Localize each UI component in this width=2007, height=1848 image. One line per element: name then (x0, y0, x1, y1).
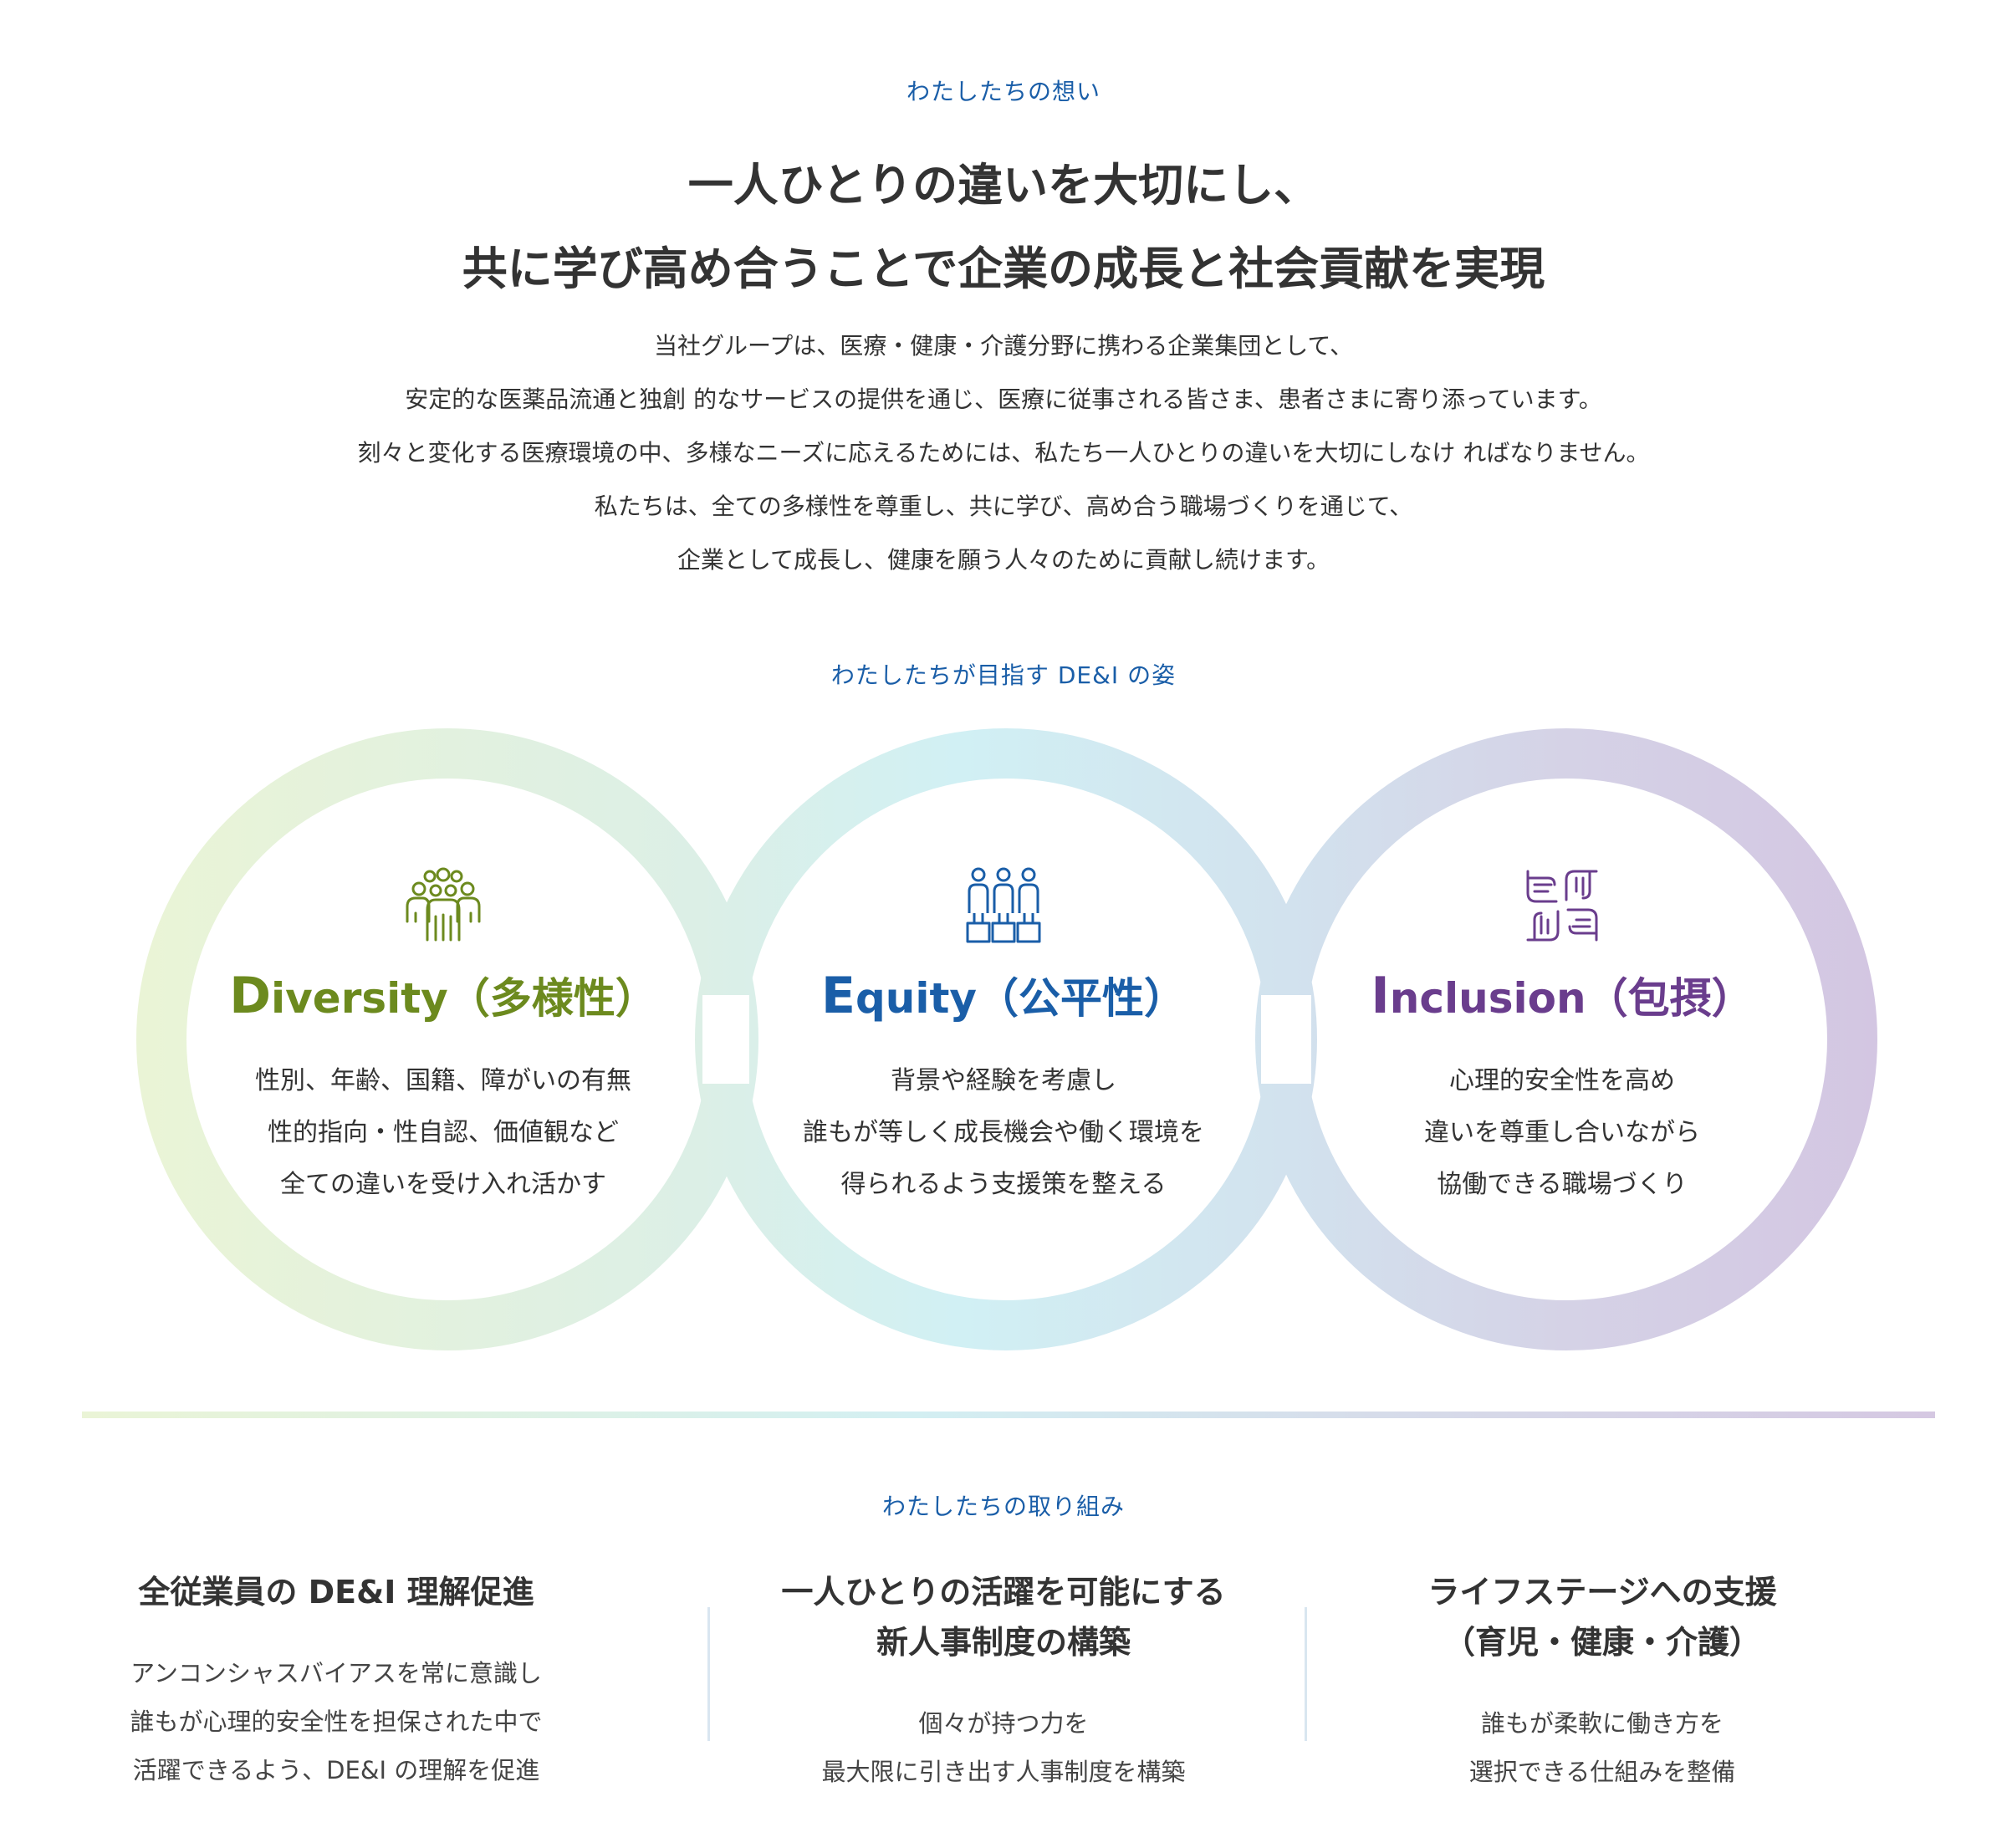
effort-desc-line: 個々が持つ力を (918, 1709, 1089, 1738)
effort-desc: 誰もが柔軟に働き方を 選択できる仕組みを整備 (1335, 1699, 1870, 1796)
effort-title: ライフステージへの支援 （育児・健康・介護） (1335, 1567, 1870, 1667)
people-on-podiums-icon (966, 867, 1041, 943)
effort-desc-line: アンコンシャスバイアスを常に意識し (130, 1659, 542, 1687)
headline-line-1: 一人ひとりの違いを大切にし、 (687, 159, 1320, 212)
effort-separator (1305, 1607, 1307, 1741)
ring-gap-left (702, 995, 749, 1084)
effort-desc-line: 最大限に引き出す人事制度を構築 (821, 1758, 1186, 1786)
pillar-desc-line: 得られるよう支援策を整える (840, 1170, 1167, 1199)
section-eyebrow-efforts: わたしたちの取り組み (881, 1493, 1125, 1520)
section-eyebrow-thoughts: わたしたちの想い (906, 78, 1101, 105)
effort-understanding: 全従業員の DE&I 理解促進 アンコンシャスバイアスを常に意識し 誰もが心理的… (69, 1567, 604, 1794)
pillar-desc-equity: 背景や経験を考慮し 誰もが等しく成長機会や働く環境を 得られるよう支援策を整える (753, 1055, 1254, 1211)
hero-headline: 一人ひとりの違いを大切にし、 共に学び高め合うことで企業の成長と社会貢献を実現 (0, 144, 2007, 311)
pillar-desc-line: 性的指向・性自認、価値観など (268, 1118, 619, 1147)
ring-inclusion (1255, 728, 1877, 1350)
intro-line-4: 私たちは、全ての多様性を尊重し、共に学び、高め合う職場づくりを通じて、 (594, 493, 1413, 520)
effort-title-line: ライフステージへの支援 (1427, 1574, 1777, 1611)
intro-line-3: 刻々と変化する医療環境の中、多様なニーズに応えるためには、私たち一人ひとりの違い… (357, 439, 1650, 467)
pillar-desc-line: 心理的安全性を高め (1449, 1066, 1675, 1095)
effort-title-line: 一人ひとりの活躍を可能にする (781, 1574, 1226, 1611)
effort-title-line: （育児・健康・介護） (1443, 1624, 1761, 1661)
ring-diversity (136, 728, 758, 1350)
effort-desc-line: 活躍できるよう、DE&I の理解を促進 (132, 1756, 540, 1784)
pillar-desc-line: 協働できる職場づくり (1437, 1170, 1688, 1199)
effort-desc-line: 誰もが心理的安全性を担保された中で (130, 1708, 543, 1736)
effort-desc: アンコンシャスバイアスを常に意識し 誰もが心理的安全性を担保された中で 活躍でき… (69, 1649, 604, 1794)
joined-hands-icon (1526, 870, 1598, 942)
intro-line-5: 企業として成長し、健康を願う人々のために貢献し続けます。 (677, 546, 1330, 574)
intro-line-1: 当社グループは、医療・健康・介護分野に携わる企業集団として、 (653, 332, 1354, 360)
pillar-title-diversity: Diversity（多様性） (229, 967, 657, 1025)
effort-title: 全従業員の DE&I 理解促進 (69, 1567, 604, 1617)
headline-line-2: 共に学び高め合うことで企業の成長と社会貢献を実現 (462, 242, 1545, 295)
effort-desc-line: 誰もが柔軟に働き方を (1480, 1709, 1724, 1738)
pillar-desc-line: 誰もが等しく成長機会や働く環境を (803, 1118, 1204, 1147)
ring-equity (695, 728, 1317, 1350)
effort-hr-system: 一人ひとりの活躍を可能にする 新人事制度の構築 個々が持つ力を 最大限に引き出す… (736, 1567, 1271, 1796)
people-group-icon (406, 867, 481, 942)
effort-desc-line: 選択できる仕組みを整備 (1468, 1758, 1736, 1786)
effort-title: 一人ひとりの活躍を可能にする 新人事制度の構築 (736, 1567, 1271, 1667)
section-eyebrow-dei: わたしたちが目指す DE&I の姿 (830, 661, 1177, 689)
effort-title-line: 全従業員の DE&I 理解促進 (138, 1574, 534, 1611)
effort-life-stage: ライフステージへの支援 （育児・健康・介護） 誰もが柔軟に働き方を 選択できる仕… (1335, 1567, 1870, 1796)
effort-separator (707, 1607, 710, 1741)
ring-gap-right (1261, 995, 1311, 1084)
effort-title-line: 新人事制度の構築 (876, 1624, 1131, 1661)
pillar-desc-diversity: 性別、年齢、国籍、障がいの有無 性的指向・性自認、価値観など 全ての違いを受け入… (192, 1055, 694, 1211)
effort-desc: 個々が持つ力を 最大限に引き出す人事制度を構築 (736, 1699, 1271, 1796)
intro-line-2: 安定的な医薬品流通と独創 的なサービスの提供を通じ、医療に従事される皆さま、患者… (405, 385, 1602, 413)
gradient-divider (82, 1412, 1935, 1418)
pillar-desc-line: 違いを尊重し合いながら (1424, 1118, 1700, 1147)
pillar-desc-line: 性別、年齢、国籍、障がいの有無 (255, 1066, 631, 1095)
pillar-desc-line: 背景や経験を考慮し (891, 1066, 1116, 1095)
pillar-title-equity: Equity（公平性） (820, 967, 1187, 1025)
pillar-desc-line: 全ての違いを受け入れ活かす (280, 1170, 606, 1199)
pillar-desc-inclusion: 心理的安全性を高め 違いを尊重し合いながら 協働できる職場づくり (1311, 1055, 1813, 1211)
intro-paragraph: 当社グループは、医療・健康・介護分野に携わる企業集団として、 安定的な医薬品流通… (0, 319, 2007, 587)
pillar-title-inclusion: Inclusion（包摂） (1371, 967, 1754, 1025)
